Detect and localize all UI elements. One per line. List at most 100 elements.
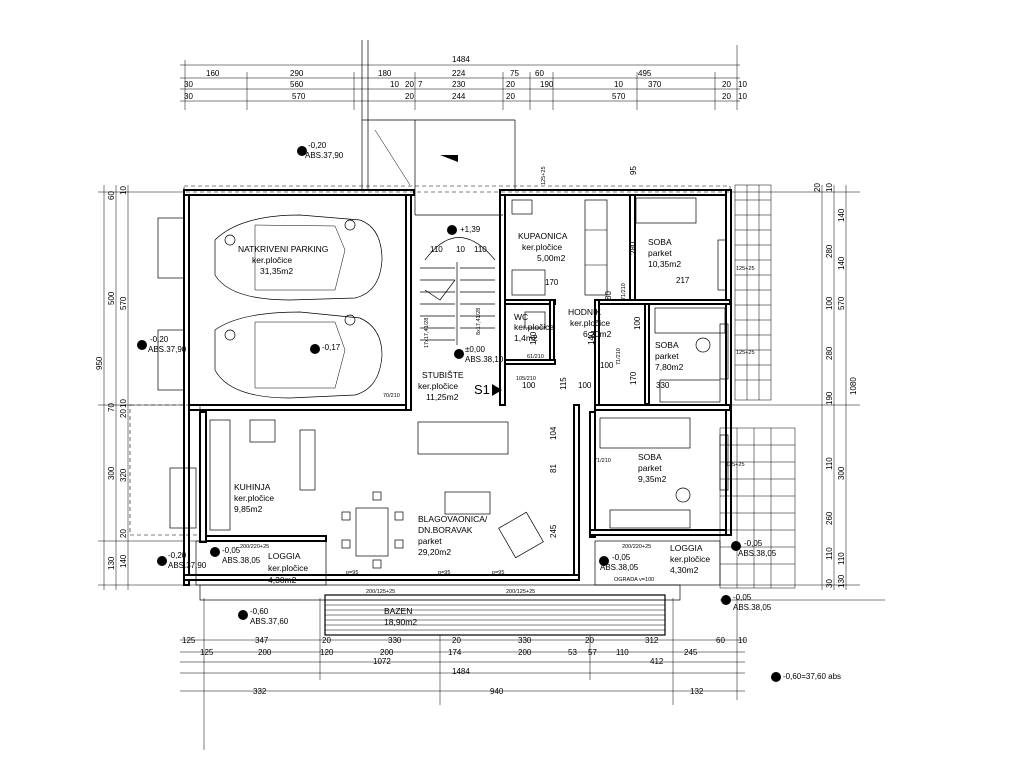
opening-dims: 100 80 — [600, 291, 614, 370]
room-area: 11,25m2 — [426, 392, 459, 402]
dim-text: 30 — [184, 80, 193, 89]
dim-text: 115 — [559, 377, 568, 390]
opening-text: 70/210 — [383, 393, 400, 399]
dim-text: 224 — [452, 69, 466, 78]
dim-text: 500 — [107, 291, 116, 305]
room-area: 10,35m2 — [648, 259, 681, 269]
right-dimensions: 1080 570 300 110 130 20 10 140 280 140 1… — [813, 183, 858, 588]
level-text: ABS.37,90 — [148, 345, 187, 354]
dim-text: 370 — [648, 80, 662, 89]
room-floor: ker.pločice — [514, 322, 554, 332]
section-arrow-icon — [492, 384, 502, 396]
dim-text: 110 — [430, 245, 443, 254]
level-text: -0,20 — [168, 551, 187, 560]
dim-text: 100 — [522, 381, 536, 390]
dim-text: 10 — [738, 92, 747, 101]
opening-text: 125+25 — [726, 462, 745, 468]
dim-text: 20 — [585, 636, 594, 645]
room-floor: parket — [418, 536, 442, 546]
dim-text: 60 — [535, 69, 544, 78]
room-name: KUHINJA — [234, 482, 271, 492]
dim-text: 20 — [452, 636, 461, 645]
dim-text: 170 — [545, 278, 559, 287]
room-floor: ker.pločice — [670, 554, 710, 564]
dim-text: 1484 — [452, 667, 470, 676]
dim-text: 7 — [418, 80, 423, 89]
dim-text: 10 — [825, 183, 834, 192]
dim-text: 130 — [837, 574, 846, 588]
room-bathroom: KUPAONICA ker.pločice 5,00m2 — [518, 231, 568, 263]
level-text: -0,60 — [250, 607, 269, 616]
dim-text: 20 — [119, 409, 128, 418]
dim-text: 10 — [119, 399, 128, 408]
room-hallway: HODNIK ker.pločice 6,20m2 — [568, 307, 612, 339]
opening-text: 125+25 — [736, 350, 755, 356]
dim-text: 125 — [182, 636, 196, 645]
dim-text: 81 — [549, 464, 558, 473]
dim-text: 30 — [184, 92, 193, 101]
opening-text: 125+25 — [736, 266, 755, 272]
room-name: SOBA — [655, 340, 679, 350]
dim-text: 10 — [119, 186, 128, 195]
car-icon — [214, 311, 383, 399]
opening-text: 200/220+25 — [240, 544, 269, 550]
opening-text: 61/210 — [527, 354, 544, 360]
walls — [183, 189, 732, 586]
opening-text: 125+25 — [541, 166, 547, 185]
dim-text: 290 — [290, 69, 304, 78]
opening-text: p=95 — [492, 570, 504, 576]
level-marker-icon — [454, 349, 464, 359]
room-name: DN.BORAVAK — [418, 525, 473, 535]
dim-text: 110 — [825, 547, 834, 560]
dim-text: 110 — [825, 457, 834, 470]
room-living: BLAGOVAONICA/ DN.BORAVAK parket 29,20m2 — [418, 514, 488, 557]
level-marker-icon — [447, 225, 457, 235]
top-dimensions: 1484 160 290 180 224 75 60 495 30 560 10… — [184, 55, 747, 101]
room-area: 6,20m2 — [583, 329, 612, 339]
dim-text: 244 — [452, 92, 466, 101]
room-floor: ker.pločice — [252, 255, 292, 265]
room-bedroom-2: SOBA parket 7,80m2 — [655, 340, 684, 372]
dim-text: 245 — [549, 524, 558, 538]
level-text: ABS.37,90 — [168, 561, 207, 570]
level-text: ABS.38,05 — [733, 603, 772, 612]
dim-text: 347 — [255, 636, 269, 645]
room-stairs: STUBIŠTE ker.pločice 11,25m2 — [418, 370, 464, 402]
dim-text: 110 — [474, 245, 487, 254]
opening-text: 71/210 — [621, 283, 627, 300]
room-floor: ker.pločice — [522, 242, 562, 252]
room-name: BAZEN — [384, 606, 412, 616]
dim-text: 20 — [722, 92, 731, 101]
dim-text: 60 — [716, 636, 725, 645]
room-area: 31,35m2 — [260, 266, 293, 276]
dim-text: 60 — [107, 191, 116, 200]
dim-text: 170 — [629, 371, 638, 385]
opening-text: p=95 — [346, 570, 358, 576]
bottom-dimension-lines — [180, 598, 745, 750]
dim-text: 140 — [587, 331, 596, 345]
room-floor: parket — [655, 351, 679, 361]
level-marker-icon — [771, 672, 781, 682]
level-marker-icon — [157, 556, 167, 566]
room-kitchen: KUHINJA ker.pločice 9,85m2 — [234, 482, 274, 514]
dim-text: 180 — [378, 69, 392, 78]
room-floor: parket — [638, 463, 662, 473]
room-name: BLAGOVAONICA/ — [418, 514, 488, 524]
dim-text: 20 — [506, 80, 515, 89]
opening-labels: 70/210 105/210 61/210 71/210 71/210 71/2… — [240, 166, 755, 595]
dim-text: 10 — [390, 80, 399, 89]
dim-text: 125 — [200, 648, 214, 657]
room-bedroom-1: SOBA parket 10,35m2 — [648, 237, 681, 269]
inner-dimensions: 110 10 110 140 170 100 115 100 140 100 1… — [430, 166, 690, 538]
dim-text: 200 — [518, 648, 532, 657]
opening-text: 8x17,41/28 — [476, 308, 482, 335]
level-labels: -0,20 ABS.37,90 +1,39 -0,17 ±0,00 ABS.38… — [148, 141, 841, 681]
dim-text: 140 — [119, 554, 128, 568]
dim-text: 104 — [549, 426, 558, 440]
opening-text: 17x17,41/28 — [424, 318, 430, 348]
dim-text: 280 — [825, 244, 834, 258]
dim-text: 10 — [614, 80, 623, 89]
room-loggia-left: LOGGIA ker.pločice 4,30m2 — [268, 551, 308, 585]
level-marker-icon — [238, 610, 248, 620]
